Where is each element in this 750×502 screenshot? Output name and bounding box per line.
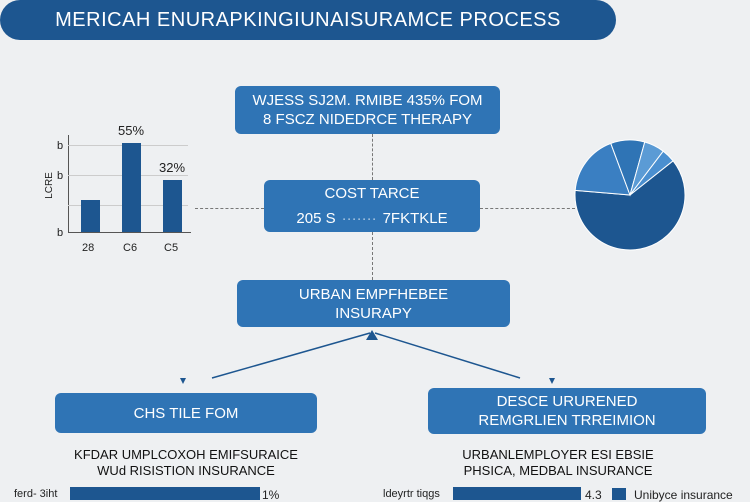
connector: [372, 134, 373, 180]
legend-label: Unibyce insurance: [634, 488, 733, 502]
box-cost-right: 7FKTKLE: [382, 210, 448, 227]
caption-right-line2: PHSICA, MEDBAL INSURANCE: [463, 463, 653, 478]
box-therapy: WJESS SJ2M. RMIBE 435% FOM 8 FSCZ NIDEDR…: [235, 86, 500, 134]
caption-left-line2: WUd RISISTION INSURANCE: [97, 463, 275, 478]
x-axis: [68, 232, 191, 233]
caption-right: URBANLEMPLOYER ESI EBSIE PHSICA, MEDBAL …: [428, 447, 688, 479]
pie-slice: [574, 160, 686, 251]
bar: [81, 199, 100, 232]
box-cost: COST TARCE 205 S·······7FKTKLE: [264, 180, 480, 232]
x-tick: 28: [82, 242, 95, 254]
data-label: 32%: [159, 160, 186, 176]
pie-chart: [574, 139, 686, 251]
data-label: 55%: [118, 123, 145, 139]
box-therapy-line2: 8 FSCZ NIDEDRCE THERAPY: [263, 111, 472, 128]
page-title: MERICAH ENURAPKINGIUNAISURAMCE PROCESS: [0, 0, 616, 40]
box-right-line2: REMGRLIEN TRREIMION: [478, 412, 656, 429]
box-cost-left: 205 S: [296, 210, 336, 227]
caption-right-line1: URBANLEMPLOYER ESI EBSIE: [462, 447, 654, 462]
pie-slice: [574, 142, 631, 196]
y-tick: b: [57, 227, 64, 239]
box-urban-line1: URBAN EMPFHEBEE: [298, 285, 449, 303]
hbar-value: 4.3: [585, 488, 602, 502]
box-urban-line2: INSURAPY: [335, 304, 412, 322]
hbar: [70, 487, 260, 500]
box-urban: URBAN EMPFHEBEE INSURAPY: [237, 280, 510, 327]
hbar-label: ldeyrtr tiqgs: [383, 488, 440, 500]
box-right-line1: DESCE URURENED: [496, 393, 638, 410]
x-tick: C6: [123, 242, 138, 254]
hbar-value: 1%: [262, 488, 280, 502]
hbar: [453, 487, 581, 500]
y-tick: b: [57, 170, 64, 182]
caption-left-line1: KFDAR UMPLCOXOH EMIFSURAICE: [74, 447, 298, 462]
box-left-line1: CHS TILE FOM: [133, 404, 239, 422]
hbar-label: ferd- 3iht: [14, 488, 58, 500]
connector: [372, 232, 373, 280]
pie-slice: [629, 150, 674, 196]
box-cost-line1: COST TARCE: [324, 185, 420, 202]
y-tick: b: [57, 140, 64, 152]
box-therapy-line1: WJESS SJ2M. RMIBE 435% FOM: [252, 92, 483, 109]
y-label: LCRE: [43, 172, 55, 199]
connector: [480, 208, 575, 209]
y-axis: [68, 135, 69, 233]
connector: [195, 208, 264, 209]
bar: [163, 180, 182, 232]
caption-left: KFDAR UMPLCOXOH EMIFSURAICE WUd RISISTIO…: [55, 447, 317, 479]
bar: [122, 143, 141, 232]
legend-swatch: [612, 488, 626, 500]
box-left: CHS TILE FOM: [55, 393, 317, 433]
x-tick: C5: [164, 242, 179, 254]
box-right: DESCE URURENED REMGRLIEN TRREIMION: [428, 388, 706, 434]
